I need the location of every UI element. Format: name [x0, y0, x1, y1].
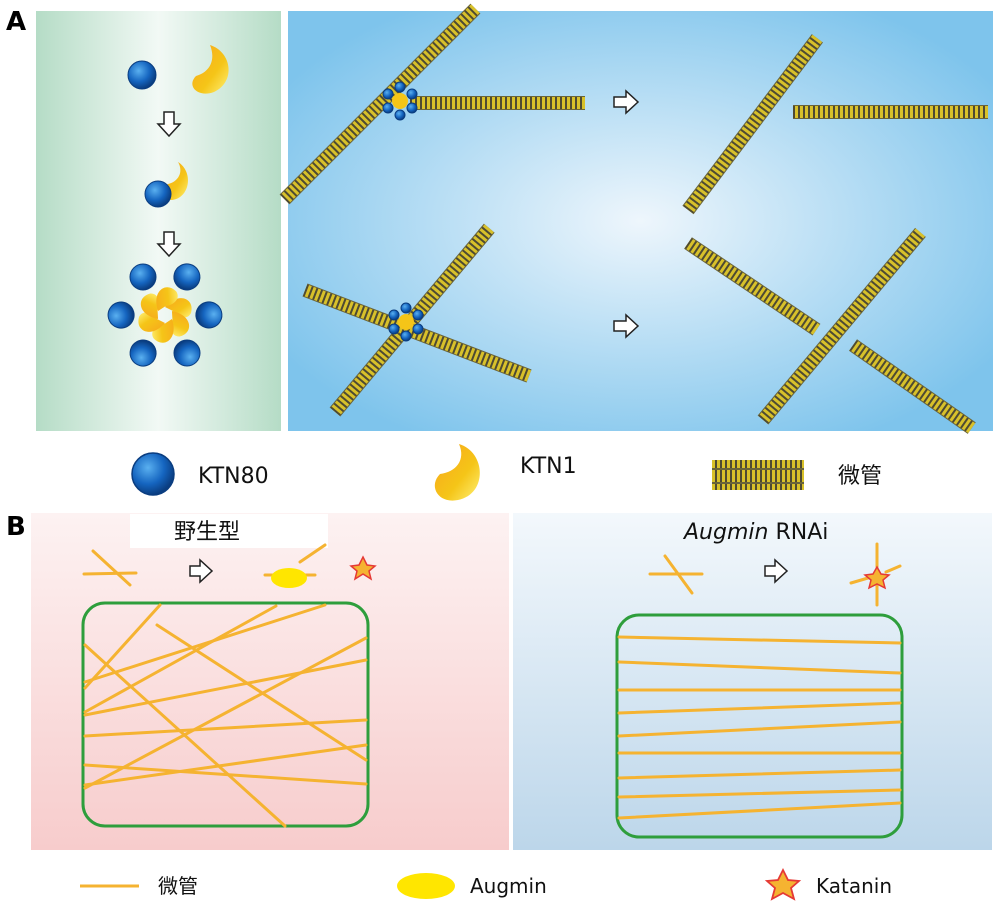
rnai-cell — [615, 613, 904, 839]
panel-b-letter: B — [6, 512, 26, 542]
panel-a-left-background — [36, 11, 281, 431]
right-arrow-icon — [764, 558, 789, 584]
rnai-severed-microtubules — [849, 542, 902, 607]
ktn1-icon — [192, 45, 229, 94]
microtubule — [848, 339, 976, 434]
microtubule — [684, 237, 821, 336]
legend-ktn1-label: KTN1 — [520, 454, 577, 479]
legend-ktn80-icon — [131, 452, 175, 496]
legend-microtubule-label: 微管 — [838, 464, 882, 489]
wild-type-title-background — [130, 514, 328, 548]
rnai-cell-microtubules — [617, 635, 902, 820]
right-arrow-icon — [189, 558, 214, 584]
legend-katanin-icon — [764, 867, 802, 901]
down-arrow-icon — [156, 231, 182, 258]
katanin-icon — [863, 565, 891, 590]
rnai-background — [513, 513, 992, 850]
legend-augmin-label: Augmin — [470, 874, 547, 898]
legend-ktn1-icon — [434, 444, 480, 501]
katanin-hexamer-small — [388, 302, 424, 342]
ktn80-icon — [127, 60, 157, 90]
microtubule — [682, 34, 823, 215]
wild-type-microtubule-crossing — [82, 549, 138, 587]
microtubule — [793, 105, 988, 119]
right-arrow-icon — [613, 89, 640, 115]
rnai-title-suffix: RNAi — [768, 520, 828, 545]
legend-ktn80-label: KTN80 — [198, 464, 269, 489]
right-arrow-icon — [613, 313, 640, 339]
katanin-icon — [349, 555, 377, 581]
wild-type-cell — [81, 601, 370, 828]
legend-augmin-icon — [397, 873, 455, 899]
legend-microtubule-icon — [712, 460, 804, 490]
rnai-title-gene: Augmin — [682, 520, 768, 545]
rnai-microtubule-crossing — [648, 554, 704, 595]
legend-katanin-label: Katanin — [816, 874, 892, 898]
microtubule — [410, 96, 585, 110]
ktn80-icon — [144, 180, 172, 208]
microtubule — [757, 227, 926, 425]
wild-type-title: 野生型 — [174, 520, 240, 545]
microtubule — [279, 3, 481, 205]
panel-a-letter: A — [6, 7, 26, 37]
legend-b-microtubule-label: 微管 — [158, 874, 198, 898]
katanin-hexamer-large — [107, 263, 223, 367]
wild-type-background — [31, 513, 509, 850]
wild-type-cell-microtubules — [83, 603, 368, 828]
down-arrow-icon — [156, 111, 182, 138]
augmin-icon — [271, 568, 307, 588]
katanin-hexamer-small — [382, 81, 418, 121]
rnai-title: Augmin RNAi — [682, 520, 828, 545]
